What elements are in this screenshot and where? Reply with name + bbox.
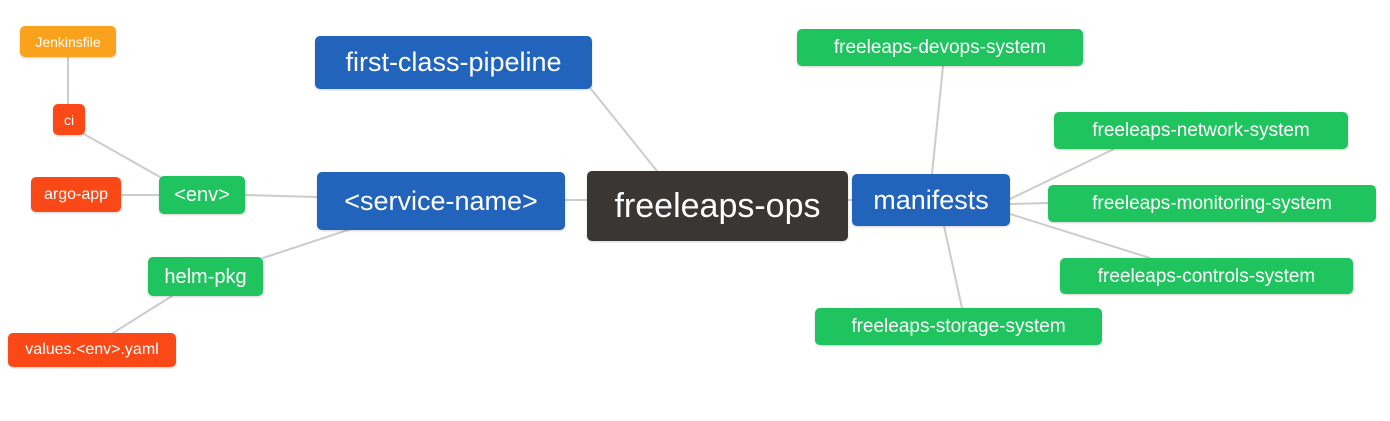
node-freeleaps-ops[interactable]: freeleaps-ops — [587, 171, 848, 241]
node-env[interactable]: <env> — [159, 176, 245, 214]
node-label: freeleaps-monitoring-system — [1092, 193, 1332, 214]
node-freeleaps-storage-system[interactable]: freeleaps-storage-system — [815, 308, 1102, 345]
node-argo-app[interactable]: argo-app — [31, 177, 121, 212]
node-values-env-yaml[interactable]: values.<env>.yaml — [8, 333, 176, 367]
node-label: freeleaps-ops — [614, 187, 821, 225]
edge-helm-pkg-to-values-env-yaml — [112, 295, 173, 334]
node-freeleaps-controls-system[interactable]: freeleaps-controls-system — [1060, 258, 1353, 294]
node-manifests[interactable]: manifests — [852, 174, 1010, 226]
node-label: manifests — [873, 184, 989, 215]
edge-service-name-to-helm-pkg — [262, 225, 361, 259]
node-service-name[interactable]: <service-name> — [317, 172, 565, 230]
node-ci[interactable]: ci — [53, 104, 85, 135]
node-jenkinsfile[interactable]: Jenkinsfile — [20, 26, 116, 57]
node-label: ci — [63, 111, 75, 128]
node-label: values.<env>.yaml — [25, 341, 159, 358]
node-label: Jenkinsfile — [35, 33, 101, 50]
node-freeleaps-monitoring-system[interactable]: freeleaps-monitoring-system — [1048, 185, 1376, 222]
node-freeleaps-network-system[interactable]: freeleaps-network-system — [1054, 112, 1348, 149]
node-helm-pkg[interactable]: helm-pkg — [148, 257, 263, 296]
edge-first-class-pipeline-to-freeleaps-ops — [590, 88, 658, 172]
edge-manifests-to-freeleaps-storage-system — [943, 225, 963, 309]
node-label: freeleaps-network-system — [1092, 120, 1310, 141]
edge-manifests-to-freeleaps-devops-system — [931, 65, 944, 175]
edge-env-to-service-name — [244, 194, 318, 198]
node-label: <service-name> — [344, 185, 538, 216]
node-label: freeleaps-devops-system — [833, 37, 1047, 58]
node-label: argo-app — [43, 185, 109, 203]
node-label: <env> — [174, 184, 230, 206]
node-freeleaps-devops-system[interactable]: freeleaps-devops-system — [797, 29, 1083, 66]
node-first-class-pipeline[interactable]: first-class-pipeline — [315, 36, 592, 89]
node-label: first-class-pipeline — [345, 47, 562, 77]
node-label: helm-pkg — [164, 265, 247, 288]
node-label: freeleaps-storage-system — [851, 316, 1066, 337]
node-label: freeleaps-controls-system — [1097, 265, 1316, 287]
edge-ci-to-env — [83, 133, 161, 178]
edge-manifests-to-freeleaps-monitoring-system — [1009, 202, 1049, 205]
